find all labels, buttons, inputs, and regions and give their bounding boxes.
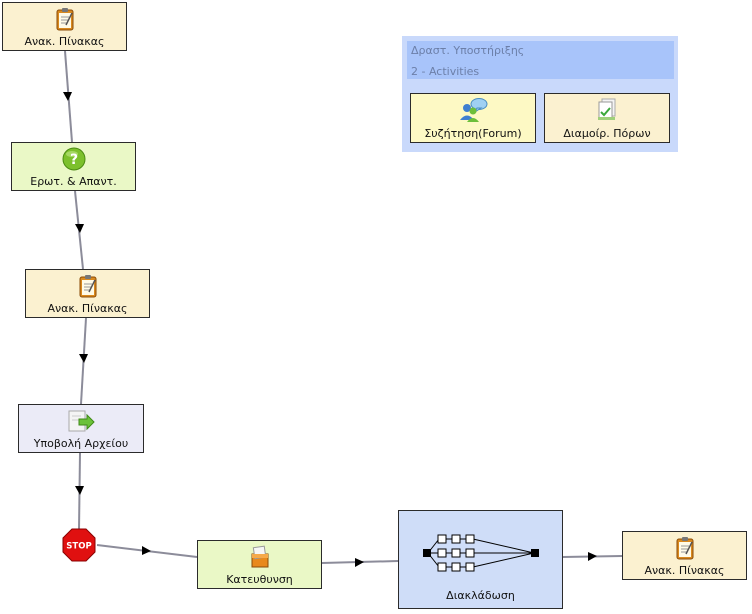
forum-icon [460,98,488,122]
stop-icon[interactable]: STOP [62,528,96,562]
notice-board-label-3: Ανακ. Πίνακας [644,564,725,577]
gate-icon [251,545,268,568]
submit-file-label: Υποβολή Αρχείου [33,437,129,450]
question-icon: ? [62,147,85,171]
notice-board-node-2[interactable]: Ανακ. Πίνακας [25,269,150,318]
notice-board-node-3[interactable]: Ανακ. Πίνακας [622,531,747,580]
submit-file-node[interactable]: Υποβολή Αρχείου [18,404,144,453]
resource-sharing-label: Διαμοίρ. Πόρων [563,127,651,140]
forum-node[interactable]: Συζήτηση(Forum) [410,93,536,143]
notice-board-label-2: Ανακ. Πίνακας [47,302,128,315]
qa-label: Ερωτ. & Απαντ. [30,175,117,188]
arrow-head [79,354,88,363]
support-activities-header: Δραστ. Υποστήριξης 2 - Activities [407,41,674,79]
arrow-head [355,558,364,567]
support-activities-container[interactable]: Δραστ. Υποστήριξης 2 - Activities Συζήτη… [402,36,678,152]
notice-board-node-1[interactable]: Ανακ. Πίνακας [2,2,127,51]
notice-board-label-1: Ανακ. Πίνακας [24,35,105,48]
resource-sharing-node[interactable]: Διαμοίρ. Πόρων [544,93,670,143]
svg-text:?: ? [69,152,77,168]
resource-sharing-icon [598,98,616,120]
arrow-head [75,224,84,233]
branching-icon [422,534,539,572]
branching-label: Διακλάδωση [446,589,515,602]
arrow-head [63,92,72,101]
support-activities-count: 2 - Activities [411,65,480,78]
support-activities-title: Δραστ. Υποστήριξης [411,44,525,57]
gate-label: Κατευθυνση [226,573,293,586]
file-submit-icon [68,410,95,432]
qa-node[interactable]: ? Ερωτ. & Απαντ. [11,142,136,191]
branching-node[interactable]: Διακλάδωση [398,510,563,609]
notice-board-icon [79,275,96,298]
notice-board-icon [676,537,693,560]
gate-node[interactable]: Κατευθυνση [197,540,322,589]
arrow-head [75,486,84,495]
arrow-head [142,546,151,555]
arrow-head [588,552,597,561]
stop-label: STOP [66,542,91,552]
forum-label: Συζήτηση(Forum) [424,127,522,140]
notice-board-icon [56,8,73,31]
